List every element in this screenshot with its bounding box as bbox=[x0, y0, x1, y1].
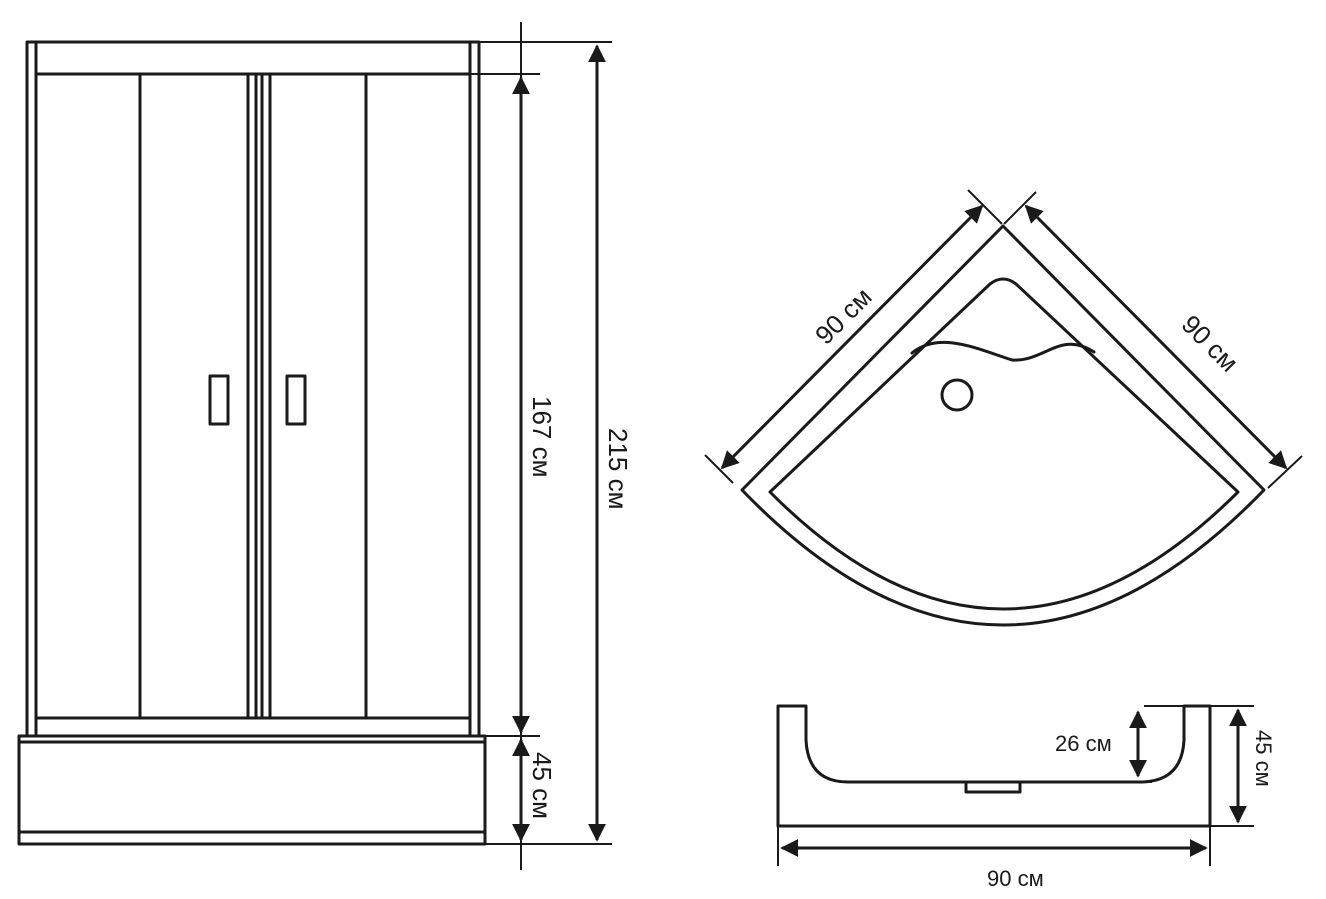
base-tray bbox=[17, 734, 487, 846]
top-view: 90 см 90 см bbox=[704, 189, 1303, 627]
dim-line-90-right bbox=[1024, 204, 1288, 470]
label-45-side: 45 см bbox=[1251, 730, 1276, 787]
label-90-bottom: 90 см bbox=[987, 866, 1044, 891]
basin-outline bbox=[768, 277, 1240, 611]
side-view: 26 см 45 см 90 см bbox=[776, 704, 1276, 891]
tray-section bbox=[776, 704, 1212, 828]
door-panels bbox=[138, 72, 368, 720]
label-26: 26 см bbox=[1055, 731, 1112, 756]
label-215: 215 см bbox=[603, 428, 633, 509]
tray-outline bbox=[740, 224, 1266, 627]
label-167: 167 см bbox=[527, 396, 557, 477]
drain-outlet bbox=[964, 780, 1022, 794]
seat-curve bbox=[910, 340, 1096, 362]
drain-circle bbox=[940, 378, 974, 412]
dim-line-90-left bbox=[720, 204, 984, 470]
cabin-frame bbox=[25, 40, 481, 738]
label-45-front: 45 см bbox=[527, 752, 557, 819]
left-door-handle bbox=[208, 374, 230, 426]
front-view: 167 см 45 см 215 см bbox=[17, 22, 633, 870]
label-90-left: 90 см bbox=[809, 282, 878, 351]
right-door-handle bbox=[285, 374, 307, 426]
